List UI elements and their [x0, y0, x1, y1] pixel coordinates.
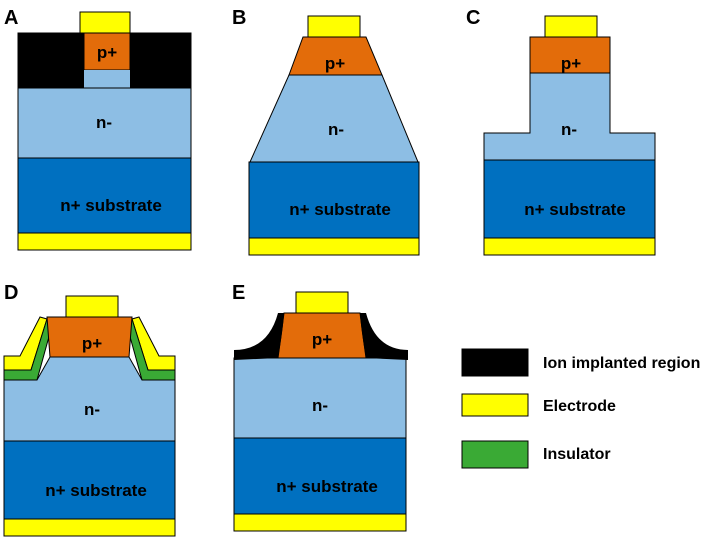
legend-swatch-electrode: [461, 393, 529, 417]
panel-c-p-label: p+: [561, 54, 581, 73]
legend-item-electrode: Electrode: [461, 393, 616, 417]
panel-e-letter: E: [232, 282, 245, 304]
panel-a-bottom-electrode: [17, 232, 192, 251]
panel-c-n-minus-label: n-: [561, 120, 577, 139]
panel-e-substrate: [233, 437, 407, 515]
panel-e: E p+ n- n+ substrate: [232, 282, 408, 532]
panel-b-n-minus-label: n-: [328, 120, 344, 139]
panel-b-bottom-electrode: [248, 237, 420, 256]
panel-e-ion-region-right: [360, 313, 408, 360]
panel-c: C p+ n- n+ substrate: [466, 7, 656, 256]
panel-e-ion-region-left: [234, 313, 284, 360]
panel-a: A p+ n- n+ substrate: [4, 7, 192, 251]
legend-label-ion-implanted: Ion implanted region: [543, 355, 700, 372]
panel-e-bottom-electrode: [233, 513, 407, 532]
panel-d-top-electrode: [65, 295, 119, 318]
panel-c-top-electrode: [544, 15, 598, 38]
legend: Ion implanted region Electrode Insulator: [461, 348, 700, 469]
legend-label-insulator: Insulator: [543, 446, 611, 463]
panel-e-p-label: p+: [312, 330, 332, 349]
panel-e-substrate-label: n+ substrate: [276, 477, 378, 496]
panel-d-substrate: [3, 440, 176, 520]
panel-a-ion-region-right: [129, 32, 192, 89]
panel-a-n-minus-gap: [84, 70, 130, 89]
panel-a-ion-region-left: [17, 32, 85, 89]
panel-d: D p+ n- n+ substrate: [3, 282, 176, 537]
panel-b-letter: B: [232, 7, 246, 29]
panel-b-substrate: [248, 161, 420, 239]
panel-a-substrate: [17, 157, 192, 234]
panel-b-p-label: p+: [325, 54, 345, 73]
panel-e-top-electrode: [295, 291, 349, 314]
panel-a-top-electrode: [79, 11, 131, 34]
panel-a-p-label: p+: [97, 43, 117, 62]
panel-c-substrate-label: n+ substrate: [524, 200, 626, 219]
panel-a-n-minus-region: [17, 87, 192, 159]
panel-e-n-minus-region: [233, 357, 407, 439]
panel-d-n-minus-label: n-: [84, 400, 100, 419]
panel-c-p-region: [529, 36, 611, 74]
panel-a-letter: A: [4, 7, 18, 29]
legend-swatch-insulator: [461, 440, 529, 469]
panel-b-substrate-label: n+ substrate: [289, 200, 391, 219]
panel-a-substrate-label: n+ substrate: [60, 196, 162, 215]
panel-a-n-minus-label: n-: [96, 113, 112, 132]
panel-c-letter: C: [466, 7, 480, 29]
panel-b: B p+ n- n+ substrate: [232, 7, 420, 256]
panel-b-n-minus-region: [249, 74, 419, 163]
panel-a-p-region: [83, 32, 131, 71]
panel-b-top-electrode: [307, 15, 361, 38]
legend-item-ion-implanted: Ion implanted region: [461, 348, 700, 377]
legend-item-insulator: Insulator: [461, 440, 611, 469]
panel-c-substrate: [483, 159, 656, 239]
panel-d-letter: D: [4, 282, 18, 304]
panel-c-n-minus-region: [483, 72, 656, 161]
panel-d-p-label: p+: [82, 334, 102, 353]
panel-e-n-minus-label: n-: [312, 396, 328, 415]
legend-label-electrode: Electrode: [543, 398, 616, 415]
panel-d-substrate-label: n+ substrate: [45, 481, 147, 500]
panel-d-bottom-electrode: [3, 518, 176, 537]
panel-c-bottom-electrode: [483, 237, 656, 256]
legend-swatch-ion-implanted: [461, 348, 529, 377]
